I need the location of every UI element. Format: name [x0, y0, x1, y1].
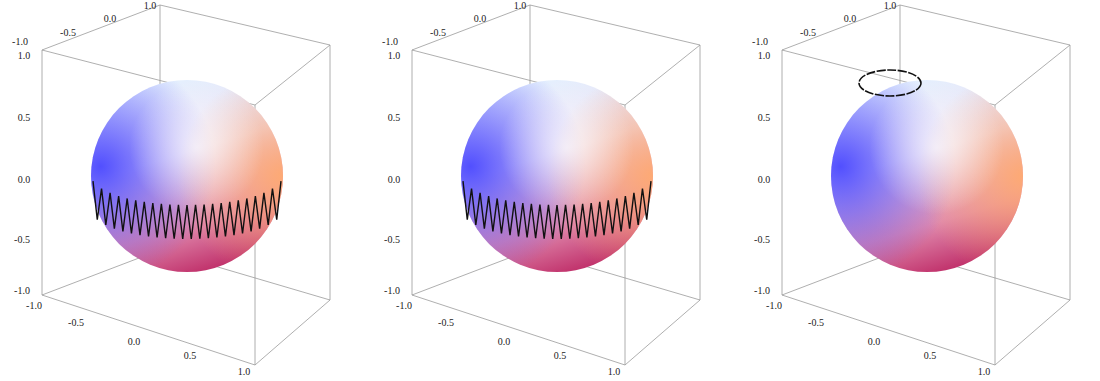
axis-tick-label: -0.5 — [800, 28, 816, 38]
bounding-box-edge — [530, 5, 700, 45]
axis-tick-label: 0.0 — [868, 337, 881, 347]
axis-tick-label: -0.5 — [14, 235, 30, 245]
bounding-box-edge — [625, 300, 700, 365]
bounding-box-edge — [255, 45, 330, 105]
bounding-box-edge — [995, 300, 1070, 365]
axis-tick-label: -1.0 — [396, 301, 412, 311]
sphere-surface — [91, 80, 283, 272]
bounding-box-edge — [900, 5, 1070, 45]
axis-tick-label: 0.5 — [758, 113, 771, 123]
axis-tick-label: -1.0 — [754, 286, 770, 296]
axis-tick-label: -1.0 — [14, 286, 30, 296]
axis-tick-label: 0.0 — [128, 337, 141, 347]
axis-tick-label: 0.0 — [474, 14, 487, 24]
axis-tick-label: -0.5 — [60, 28, 76, 38]
axis-tick-label: -1.0 — [382, 37, 398, 47]
bounding-box-edge — [995, 45, 1070, 105]
sphere-surface — [461, 80, 653, 272]
axis-tick-label: -0.5 — [754, 235, 770, 245]
axis-tick-label: -1.0 — [752, 37, 768, 47]
axis-tick-label: -0.5 — [430, 28, 446, 38]
axis-tick-label: 0.0 — [18, 175, 31, 185]
bounding-box-edge — [782, 295, 995, 365]
sphere-surface — [831, 80, 1023, 272]
sphere-surface — [461, 80, 653, 272]
plot-panel — [782, 5, 1070, 365]
plot-panel — [412, 5, 700, 365]
axis-tick-label: 1.0 — [144, 1, 157, 11]
axis-tick-label: 1.0 — [884, 1, 897, 11]
axis-tick-label: 0.5 — [388, 113, 401, 123]
bounding-box-edge — [625, 45, 700, 105]
axis-tick-label: 1.0 — [514, 1, 527, 11]
zigzag-path — [463, 181, 651, 239]
sphere-surface — [461, 80, 653, 272]
bounding-box-edge — [412, 295, 625, 365]
sphere-surface — [91, 80, 283, 272]
axis-tick-label: 1.0 — [608, 367, 621, 377]
sphere-surface — [461, 80, 653, 272]
axis-tick-label: -0.5 — [384, 235, 400, 245]
bounding-box-edge — [42, 5, 160, 50]
axis-tick-label: 0.5 — [18, 113, 31, 123]
axis-tick-label: 1.0 — [388, 51, 401, 61]
bounding-box-edge — [412, 5, 530, 50]
plot-panel — [42, 5, 330, 365]
axis-tick-label: -0.5 — [438, 318, 454, 328]
axis-tick-label: 0.0 — [388, 175, 401, 185]
bounding-box-edge — [42, 50, 43, 295]
axis-tick-label: -1.0 — [384, 286, 400, 296]
axis-tick-label: 1.0 — [978, 367, 991, 377]
sphere-surface — [91, 80, 283, 272]
zigzag-path — [93, 181, 281, 239]
axis-tick-label: 0.0 — [758, 175, 771, 185]
bounding-box-edge — [782, 50, 783, 295]
bounding-box-edge — [1070, 45, 1071, 300]
sphere-surface — [831, 80, 1023, 272]
bounding-box-edge — [330, 45, 331, 300]
axis-tick-label: 0.0 — [844, 14, 857, 24]
axis-tick-label: 0.5 — [184, 351, 197, 361]
bounding-box-edge — [160, 5, 330, 45]
bounding-box-edge — [255, 300, 330, 365]
axis-tick-label: 0.5 — [924, 351, 937, 361]
axis-tick-label: -1.0 — [766, 301, 782, 311]
bounding-box-edge — [42, 295, 255, 365]
axis-tick-label: 1.0 — [238, 367, 251, 377]
axis-tick-label: 0.0 — [104, 14, 117, 24]
sphere-surface — [831, 80, 1023, 272]
axis-tick-label: -1.0 — [12, 37, 28, 47]
bounding-box-edge — [700, 45, 701, 300]
axis-tick-label: 1.0 — [758, 51, 771, 61]
bounding-box-edge — [412, 50, 413, 295]
axis-tick-label: -0.5 — [68, 318, 84, 328]
axis-tick-label: -0.5 — [808, 318, 824, 328]
axis-tick-label: -1.0 — [26, 301, 42, 311]
dashed-loop — [859, 70, 921, 96]
axis-tick-label: 1.0 — [18, 51, 31, 61]
sphere-surface — [91, 80, 283, 272]
axis-tick-label: 0.5 — [554, 351, 567, 361]
bounding-box-edge — [782, 5, 900, 50]
sphere-surface — [831, 80, 1023, 272]
axis-tick-label: 0.0 — [498, 337, 511, 347]
